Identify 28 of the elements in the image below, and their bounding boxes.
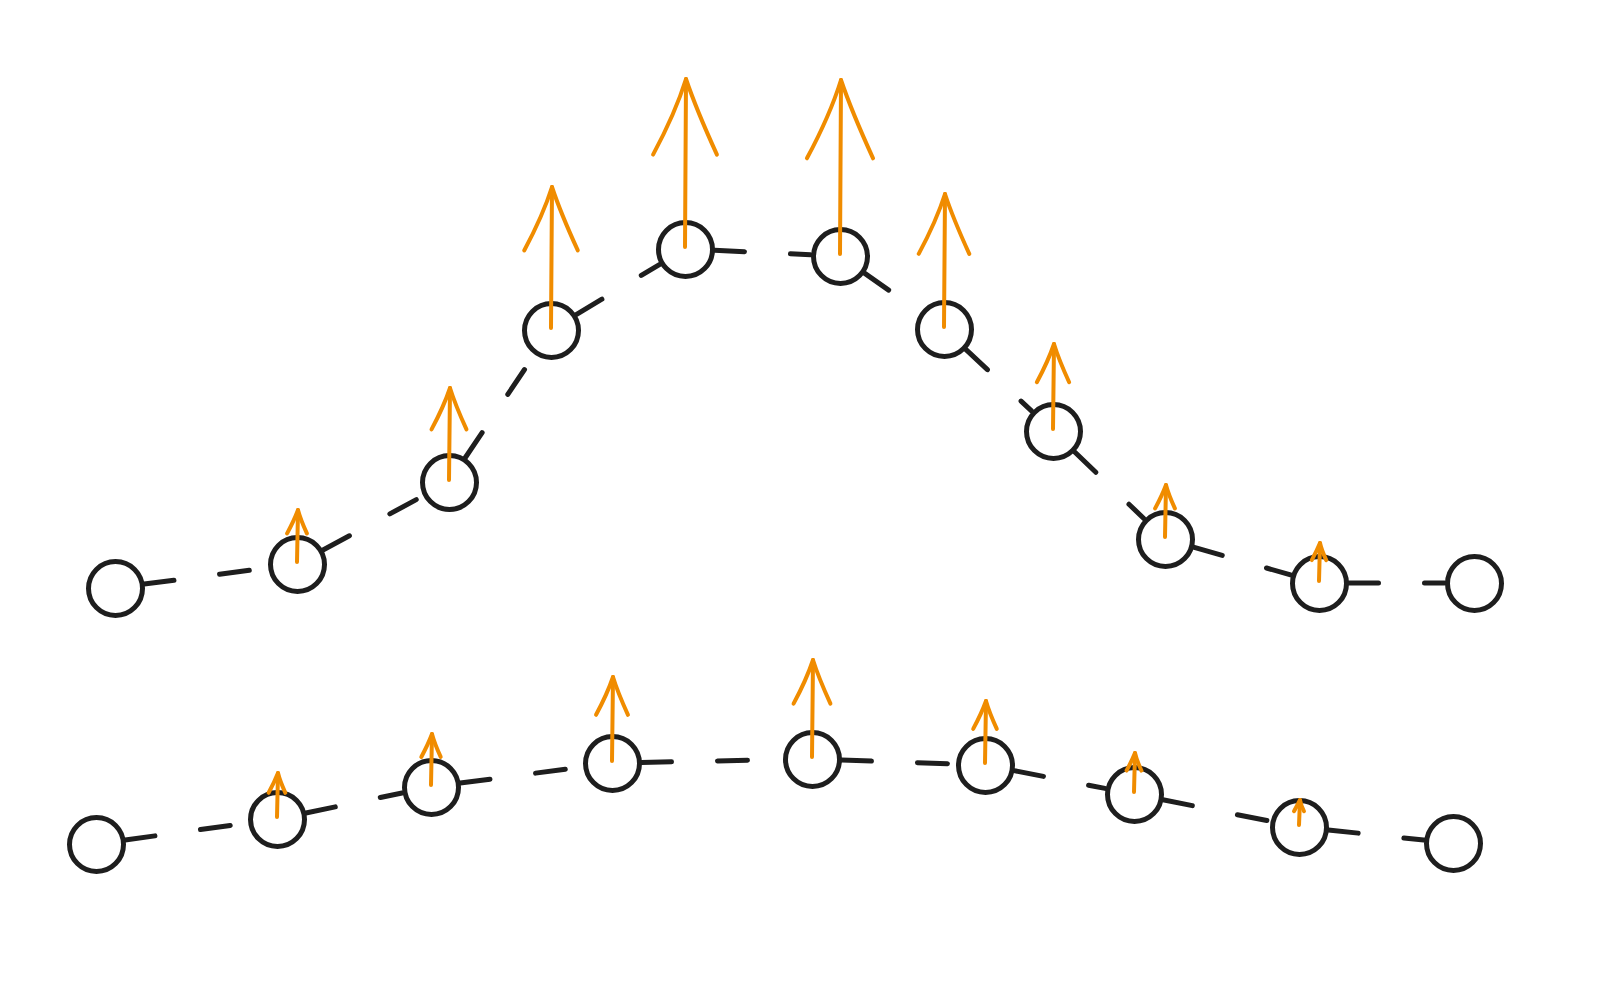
dashed-line: [1011, 768, 1108, 791]
circle-node: [955, 735, 1015, 795]
circle-node: [655, 219, 715, 279]
dashed-line: [963, 346, 1034, 414]
circle-node: [914, 299, 974, 359]
circle-node: [401, 757, 461, 817]
circle-node: [782, 729, 842, 789]
dashed-line: [1190, 544, 1294, 578]
circle-node: [810, 226, 870, 286]
circle-node: [1104, 764, 1164, 824]
circle-node: [582, 733, 642, 793]
dashed-line: [573, 261, 663, 318]
circle-node: [1023, 401, 1083, 461]
dashed-line: [303, 790, 405, 816]
circle-node: [1423, 813, 1483, 873]
circle-node: [1289, 553, 1349, 613]
dashed-line: [712, 247, 813, 258]
circle-node: [521, 300, 581, 360]
circle-node: [85, 558, 145, 618]
dashed-line: [1071, 449, 1147, 521]
circle-node: [1269, 797, 1329, 857]
circle-node: [1444, 553, 1504, 613]
circle-node: [267, 534, 327, 594]
dashed-line: [1346, 580, 1447, 586]
circle-node: [419, 452, 479, 512]
circle-node: [247, 789, 307, 849]
circle-node: [66, 814, 126, 874]
circle-node: [1135, 509, 1195, 569]
